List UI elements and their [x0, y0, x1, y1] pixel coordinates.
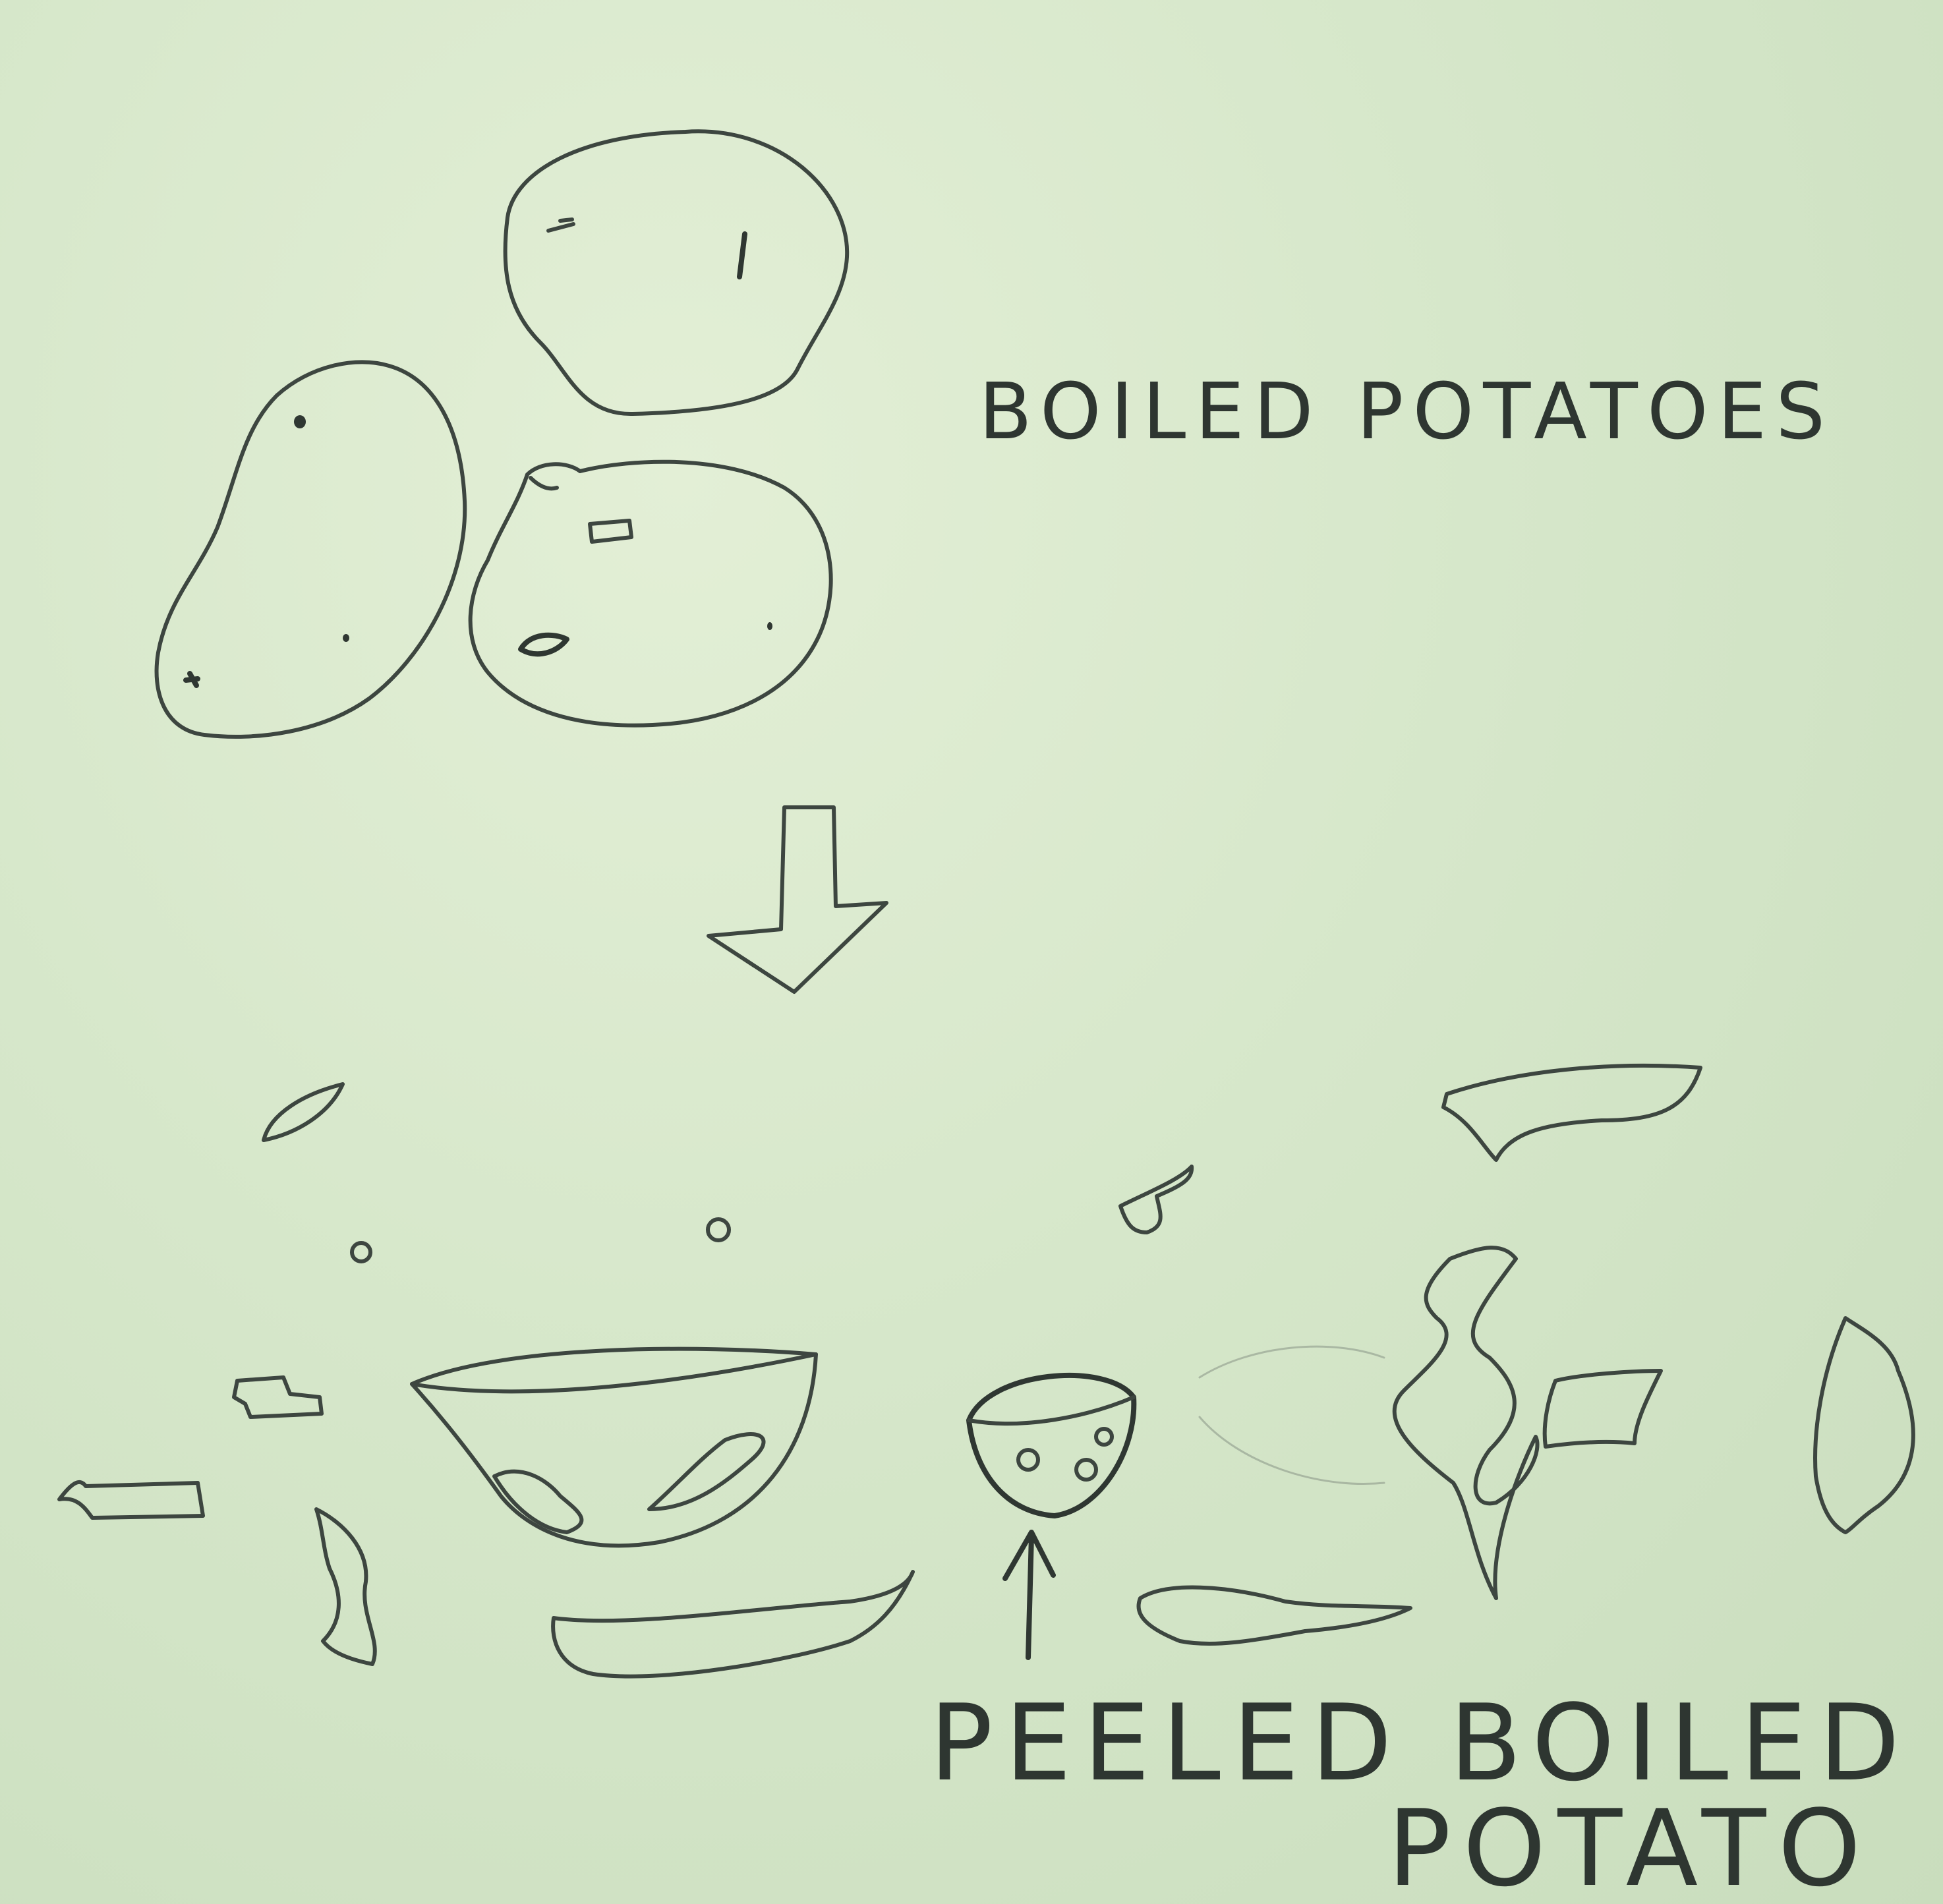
potato-right-bump: [529, 476, 559, 491]
peel-10: [551, 1570, 915, 1679]
faint-mark-2: [1198, 1416, 1385, 1486]
peel-3: [1118, 1165, 1194, 1234]
peel-2: [1441, 1063, 1702, 1162]
label-peeled-boiled-line1: PEELED BOILED: [929, 1681, 1911, 1804]
small-bowl: [966, 1373, 1137, 1518]
potato-right-eye-3: [767, 622, 772, 630]
bowl-peel-1: [492, 1469, 584, 1534]
peel-dot-1: [350, 1241, 372, 1263]
small-bowl-dot-1: [1016, 1448, 1040, 1472]
large-bowl: [410, 1346, 818, 1548]
potato-left-eye-3: [183, 671, 200, 688]
large-bowl-rim: [410, 1352, 818, 1394]
peel-dot-2: [706, 1217, 731, 1242]
potato-left: [154, 360, 467, 739]
potato-top-eye-2: [737, 231, 747, 279]
potato-right-eye-1: [588, 519, 633, 544]
peel-6: [1813, 1316, 1915, 1534]
peel-8: [57, 1480, 205, 1520]
faint-mark-1: [1198, 1345, 1385, 1379]
peel-11: [1136, 1585, 1412, 1646]
potato-right: [468, 459, 833, 728]
potato-top: [503, 129, 850, 417]
peel-5: [1542, 1369, 1663, 1449]
peel-7: [232, 1375, 324, 1419]
boiled-potatoes-group: [154, 129, 850, 739]
small-bowl-dot-2: [1074, 1458, 1098, 1482]
arrow-up: [1002, 1530, 1056, 1660]
label-boiled-potatoes: BOILED POTATOES: [979, 366, 1834, 457]
bowl-peel-2: [647, 1432, 766, 1511]
potato-top-eye-1: [546, 217, 575, 233]
peel-4: [1392, 1246, 1540, 1600]
label-peeled-boiled-line2: POTATO: [1387, 1787, 1872, 1904]
small-bowl-dot-3: [1094, 1427, 1114, 1447]
small-bowl-rim: [967, 1395, 1136, 1426]
peeled-potato-scene: [57, 1063, 1915, 1679]
peel-1: [262, 1082, 345, 1142]
peel-9: [314, 1507, 377, 1666]
block-arrow-down: [707, 805, 888, 994]
potato-left-eye-2: [343, 634, 349, 642]
potato-right-eye-2: [518, 632, 569, 657]
potato-left-eye-1: [294, 415, 306, 428]
